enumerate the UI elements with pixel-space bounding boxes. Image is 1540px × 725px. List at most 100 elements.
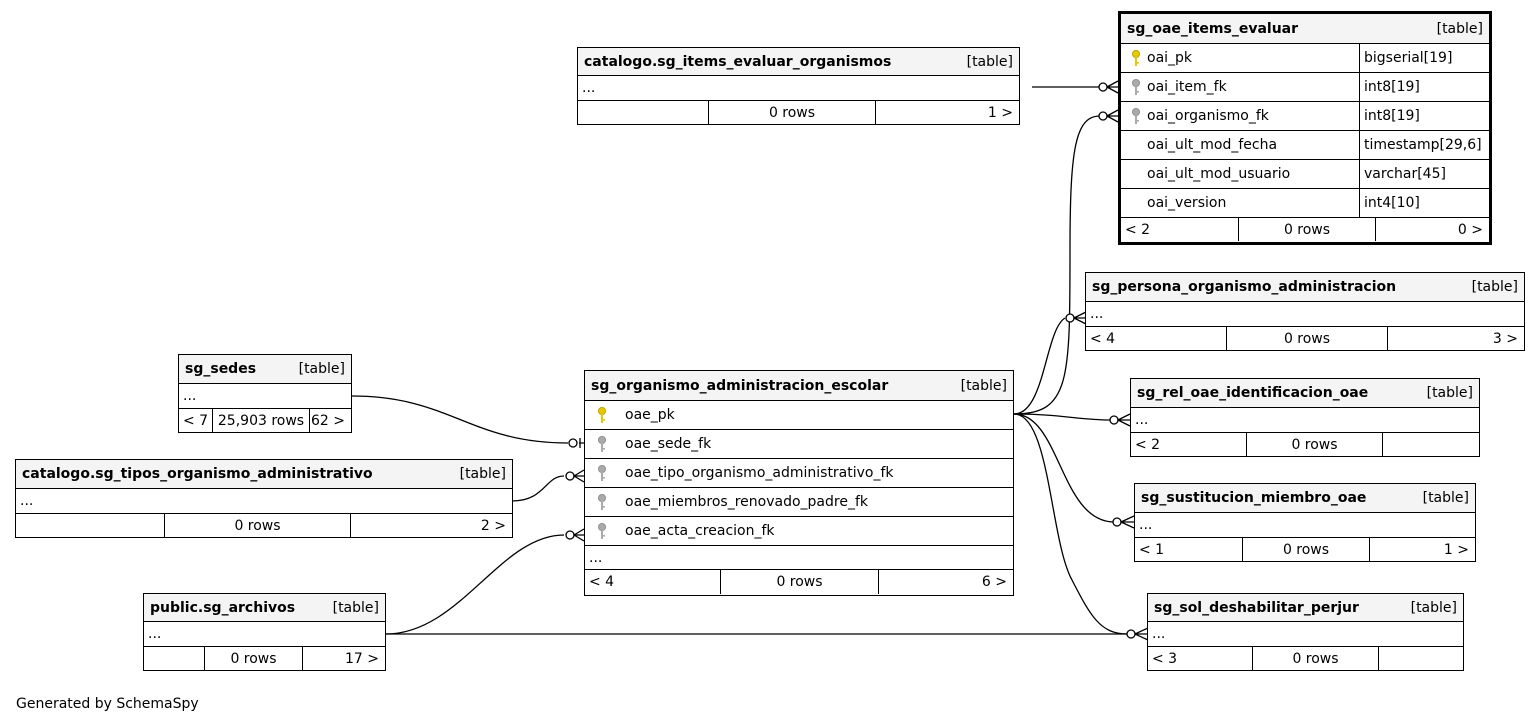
edge-organismo-to-oai-organismo (1013, 115, 1101, 415)
parents-link[interactable] (578, 101, 708, 124)
table-sg-rel-oae-identificacion-oae[interactable]: sg_rel_oae_identificacion_oae [table] ..… (1130, 378, 1480, 457)
children-link[interactable]: 1 > (1369, 538, 1475, 561)
column-name: oai_ult_mod_usuario (1147, 166, 1291, 182)
parents-link[interactable]: < 2 (1125, 221, 1151, 238)
table-type: [table] (966, 53, 1013, 70)
row-count: 0 rows (1226, 327, 1387, 350)
table-sg-sustitucion-miembro-oae[interactable]: sg_sustitucion_miembro_oae [table] ... <… (1134, 483, 1476, 562)
column-row-oae-acta-creacion-fk[interactable]: oae_acta_creacion_fk (585, 517, 1013, 546)
row-count: 0 rows (1252, 647, 1378, 670)
column-type: int8[19] (1364, 79, 1420, 95)
children-link[interactable]: 0 > (1375, 218, 1489, 241)
children-link[interactable]: 3 > (1387, 327, 1524, 350)
column-type: int8[19] (1364, 108, 1420, 124)
column-row-oae-pk[interactable]: oae_pk (585, 401, 1013, 430)
table-name: sg_sedes (185, 361, 257, 377)
parents-link[interactable]: < 3 (1152, 650, 1178, 667)
table-name: sg_sol_deshabilitar_perjur (1154, 599, 1359, 616)
more-columns: ... (1086, 302, 1524, 327)
table-name: sg_sustitucion_miembro_oae (1141, 490, 1367, 506)
row-count: 0 rows (164, 514, 350, 537)
table-header: sg_oae_items_evaluar [table] (1121, 14, 1489, 44)
column-type: bigserial[19] (1364, 50, 1453, 66)
row-count: 0 rows (708, 101, 875, 124)
table-name: catalogo.sg_items_evaluar_organismos (584, 53, 892, 70)
table-sg-tipos-organismo-administrativo[interactable]: catalogo.sg_tipos_organismo_administrati… (15, 459, 513, 538)
table-footer: < 3 0 rows (1148, 647, 1463, 670)
column-row-oai-pk[interactable]: oai_pk bigserial[19] (1121, 44, 1489, 73)
table-type: [table] (332, 599, 379, 616)
children-link[interactable]: 62 > (309, 409, 351, 432)
table-sg-oae-items-evaluar[interactable]: sg_oae_items_evaluar [table] oai_pk bigs… (1118, 11, 1492, 245)
table-type: [table] (1426, 385, 1473, 401)
table-sg-items-evaluar-organismos[interactable]: catalogo.sg_items_evaluar_organismos [ta… (577, 47, 1020, 125)
table-header: sg_organismo_administracion_escolar [tab… (585, 371, 1013, 401)
children-link[interactable]: 17 > (302, 647, 385, 670)
column-row-oae-tipo-organismo-administrativo-fk[interactable]: oae_tipo_organismo_administrativo_fk (585, 459, 1013, 488)
edge-organismo-to-sustitucion (1013, 413, 1114, 523)
table-footer: < 7 25,903 rows 62 > (179, 409, 351, 432)
parents-link[interactable]: < 4 (1090, 330, 1116, 347)
table-footer: < 4 0 rows 6 > (585, 570, 1013, 594)
children-link[interactable]: 6 > (878, 570, 1013, 594)
more-columns: ... (1148, 622, 1463, 647)
table-type: [table] (960, 377, 1007, 394)
row-count: 0 rows (720, 570, 878, 594)
table-type: [table] (1471, 279, 1518, 295)
column-row-oai-version[interactable]: oai_version int4[10] (1121, 189, 1489, 218)
more-columns: ... (16, 489, 512, 514)
children-link[interactable]: 2 > (350, 514, 512, 537)
more-columns: ... (144, 622, 385, 647)
table-header: public.sg_archivos [table] (144, 594, 385, 622)
parents-link[interactable]: < 4 (589, 574, 615, 590)
more-columns: ... (585, 546, 1013, 570)
table-type: [table] (298, 361, 345, 377)
column-name: oai_organismo_fk (1147, 108, 1269, 124)
table-header: sg_persona_organismo_administracion [tab… (1086, 273, 1524, 302)
table-header: sg_sol_deshabilitar_perjur [table] (1148, 594, 1463, 622)
table-header: sg_sedes [table] (179, 355, 351, 384)
table-header: catalogo.sg_items_evaluar_organismos [ta… (578, 48, 1019, 76)
table-name: catalogo.sg_tipos_organismo_administrati… (22, 466, 373, 482)
column-name: oae_pk (625, 407, 675, 423)
primary-key-icon (591, 406, 613, 424)
table-header: sg_rel_oae_identificacion_oae [table] (1131, 379, 1479, 408)
column-row-oai-organismo-fk[interactable]: oai_organismo_fk int8[19] (1121, 102, 1489, 131)
column-type: int4[10] (1364, 195, 1420, 211)
table-sg-organismo-administracion-escolar[interactable]: sg_organismo_administracion_escolar [tab… (584, 370, 1014, 596)
row-count: 0 rows (1238, 218, 1375, 241)
column-row-oai-item-fk[interactable]: oai_item_fk int8[19] (1121, 73, 1489, 102)
parents-link[interactable]: < 1 (1139, 541, 1165, 558)
edge-archivos-to-oae-acta (385, 534, 565, 635)
generated-by-label: Generated by SchemaSpy (16, 696, 199, 712)
table-sg-sol-deshabilitar-perjur[interactable]: sg_sol_deshabilitar_perjur [table] ... <… (1147, 593, 1464, 671)
column-name: oae_acta_creacion_fk (625, 523, 775, 539)
table-header: catalogo.sg_tipos_organismo_administrati… (16, 460, 512, 489)
children-link[interactable]: 1 > (875, 101, 1019, 124)
table-type: [table] (459, 466, 506, 482)
column-row-oai-ult-mod-fecha[interactable]: oai_ult_mod_fecha timestamp[29,6] (1121, 131, 1489, 160)
foreign-key-icon (591, 522, 613, 540)
column-row-oae-sede-fk[interactable]: oae_sede_fk (585, 430, 1013, 459)
column-name: oae_tipo_organismo_administrativo_fk (625, 465, 894, 481)
edge-tipos-to-oae-tipo (511, 475, 565, 502)
foreign-key-icon (1125, 107, 1147, 125)
children-link[interactable] (1382, 433, 1479, 456)
edge-organismo-to-persona (1013, 317, 1066, 415)
parents-link[interactable] (16, 514, 164, 537)
row-count: 0 rows (1242, 538, 1369, 561)
table-name: sg_rel_oae_identificacion_oae (1137, 385, 1369, 401)
more-columns: ... (1131, 408, 1479, 433)
table-public-sg-archivos[interactable]: public.sg_archivos [table] ... 0 rows 17… (143, 593, 386, 671)
edge-sedes-to-oae-sede (351, 395, 569, 444)
more-columns: ... (578, 76, 1019, 101)
parents-link[interactable]: < 2 (1135, 436, 1161, 453)
parents-link[interactable] (144, 647, 204, 670)
column-row-oai-ult-mod-usuario[interactable]: oai_ult_mod_usuario varchar[45] (1121, 160, 1489, 189)
column-row-oae-miembros-renovado-padre-fk[interactable]: oae_miembros_renovado_padre_fk (585, 488, 1013, 517)
table-sg-sedes[interactable]: sg_sedes [table] ... < 7 25,903 rows 62 … (178, 354, 352, 433)
table-sg-persona-organismo-administracion[interactable]: sg_persona_organismo_administracion [tab… (1085, 272, 1525, 351)
children-link[interactable] (1378, 647, 1463, 670)
parents-link[interactable]: < 7 (183, 412, 209, 429)
